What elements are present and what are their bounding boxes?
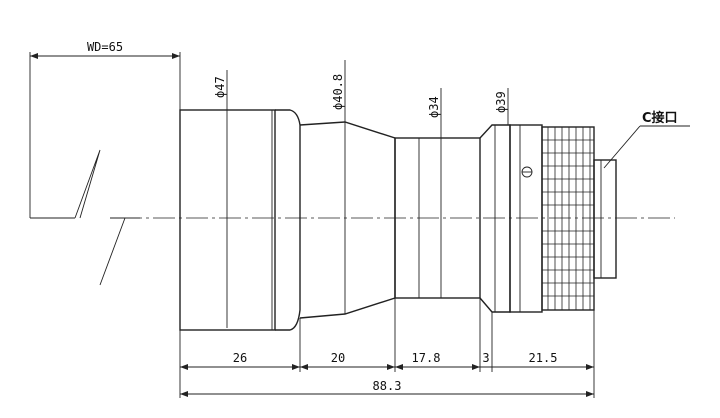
front-barrel	[179, 109, 301, 331]
total-length-dimension	[180, 391, 594, 397]
knurled-ring	[541, 126, 595, 311]
length-20-label: 20	[331, 351, 345, 365]
extension-lines	[179, 298, 595, 398]
c-mount-label: C接口	[642, 110, 678, 126]
length-3-label: 3	[482, 351, 489, 365]
working-distance-label: WD=65	[87, 40, 123, 54]
diameter-leaders	[226, 60, 509, 138]
diameter-39-label: ϕ39	[494, 91, 508, 113]
focus-ring	[509, 124, 543, 313]
working-distance-bracket	[29, 52, 181, 286]
diameter-47-label: ϕ47	[213, 76, 227, 98]
total-length-label: 88.3	[373, 379, 402, 393]
taper-section	[299, 121, 396, 319]
middle-barrel	[394, 124, 511, 313]
length-26-label: 26	[233, 351, 247, 365]
diameter-34-label: ϕ34	[427, 96, 441, 118]
c-mount-thread	[593, 125, 690, 279]
length-17-8-label: 17.8	[412, 351, 441, 365]
length-21-5-label: 21.5	[529, 351, 558, 365]
diameter-40-8-label: ϕ40.8	[331, 74, 345, 110]
length-dimension-row	[180, 364, 594, 370]
